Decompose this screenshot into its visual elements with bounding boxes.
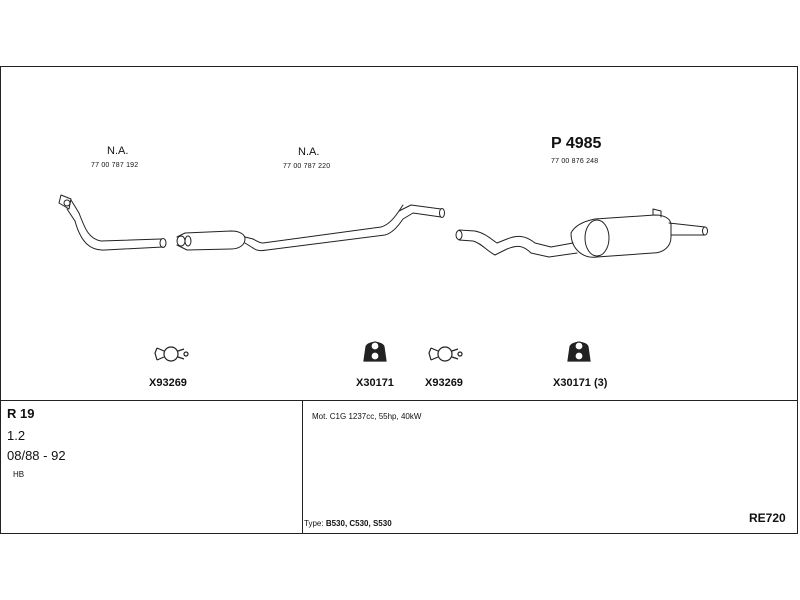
engine-info: Mot. C1G 1237cc, 55hp, 40kW <box>312 412 422 421</box>
middle-silencer-drawing <box>176 204 445 252</box>
front-pipe-drawing <box>58 194 167 251</box>
rear-silencer-number: 77 00 876 248 <box>551 158 599 165</box>
front-pipe-number: 77 00 787 192 <box>91 162 139 169</box>
clamp-icon <box>154 346 189 362</box>
exhaust-system-drawing <box>58 194 708 362</box>
fitting-code: X30171 <box>356 377 394 389</box>
vehicle-model: R 19 <box>7 406 35 421</box>
fitting-code: X93269 <box>425 377 463 389</box>
horizontal-divider <box>1 400 797 401</box>
fitting-code: X93269 <box>149 377 187 389</box>
rubber-hanger-icon <box>567 341 591 362</box>
vehicle-body: HB <box>13 470 25 479</box>
middle-silencer-number: 77 00 787 220 <box>283 163 331 170</box>
front-pipe-label: N.A. <box>107 145 129 157</box>
vehicle-years: 08/88 - 92 <box>7 448 66 463</box>
reference-code: RE720 <box>749 511 786 525</box>
exhaust-diagram-sheet: N.A. 77 00 787 192 N.A. 77 00 787 220 P … <box>0 66 798 534</box>
fitting-code: X30171 (3) <box>553 377 608 389</box>
rear-silencer-drawing <box>455 208 708 258</box>
vehicle-engine-size: 1.2 <box>7 428 26 443</box>
rear-silencer-label: P 4985 <box>551 135 602 152</box>
middle-silencer-label: N.A. <box>298 146 320 158</box>
type-value: B530, C530, S530 <box>325 519 392 528</box>
vertical-divider <box>302 400 303 533</box>
rubber-hanger-icon <box>363 341 387 362</box>
type-label: Type: <box>304 519 324 528</box>
type-info: Type: B530, C530, S530 <box>304 519 392 528</box>
clamp-icon <box>428 346 463 362</box>
